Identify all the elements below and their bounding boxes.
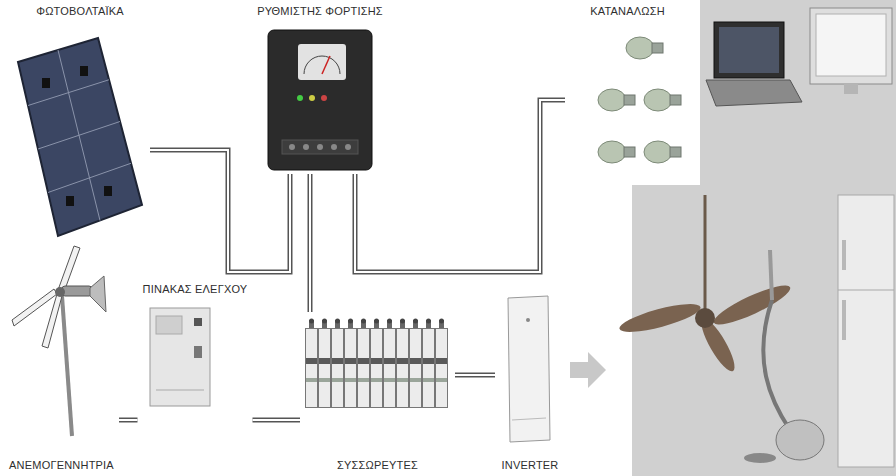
wire-stroke xyxy=(355,100,565,272)
component-label: ΡΥΘΜΙΣΤΗΣ ΦΟΡΤΙΣΗΣ xyxy=(254,4,386,18)
wire-stroke xyxy=(308,174,313,312)
wire-stroke xyxy=(355,100,565,272)
double-wire xyxy=(150,150,290,272)
wire-stroke xyxy=(455,374,495,376)
component-node: ΚΑΤΑΝΑΛΩΣΗ xyxy=(565,4,690,184)
component-node: INVERTER xyxy=(495,295,565,472)
wire-stroke xyxy=(150,150,290,272)
wire-stroke xyxy=(253,419,301,421)
component-label: ΣΥΣΣΩΡΕΥΤΕΣ xyxy=(334,458,421,472)
double-wire xyxy=(355,100,565,272)
component-node: ΑΝΕΜΟΓΕΝΝΗΤΡΙΑ xyxy=(4,240,119,472)
component-label: INVERTER xyxy=(498,458,561,472)
component-label: ΚΑΤΑΝΑΛΩΣΗ xyxy=(587,4,668,18)
wire-stroke xyxy=(253,418,301,423)
wire-stroke xyxy=(150,150,290,272)
component-node: ΦΩΤΟΒΟΛΤΑΪΚΑ xyxy=(10,4,150,240)
charge-controller xyxy=(268,30,372,170)
double-wire xyxy=(253,420,301,421)
control-panel xyxy=(150,308,210,406)
component-label: ΑΝΕΜΟΓΕΝΝΗΤΡΙΑ xyxy=(6,458,117,472)
double-wire xyxy=(455,375,495,376)
wire-stroke xyxy=(309,174,311,312)
component-node: ΠΙΝΑΚΑΣ ΕΛΕΓΧΟΥ xyxy=(138,282,253,432)
battery-bank xyxy=(305,318,448,408)
inverter-unit xyxy=(508,296,550,442)
wire-stroke xyxy=(119,418,138,423)
component-node: ΡΥΘΜΙΣΤΗΣ ΦΟΡΤΙΣΗΣ xyxy=(250,4,390,174)
light-bulbs xyxy=(598,37,681,163)
appliances-photo xyxy=(617,0,896,476)
double-wire xyxy=(310,174,311,312)
component-label: ΠΙΝΑΚΑΣ ΕΛΕΓΧΟΥ xyxy=(140,282,251,296)
wire-stroke xyxy=(119,419,138,421)
component-label: ΦΩΤΟΒΟΛΤΑΪΚΑ xyxy=(33,4,127,18)
output-arrow xyxy=(570,352,606,388)
wire-stroke xyxy=(455,373,495,378)
wind-turbine xyxy=(12,246,106,436)
pv-panel xyxy=(18,38,142,236)
double-wire xyxy=(119,420,138,421)
component-node: ΣΥΣΣΩΡΕΥΤΕΣ xyxy=(300,312,455,472)
